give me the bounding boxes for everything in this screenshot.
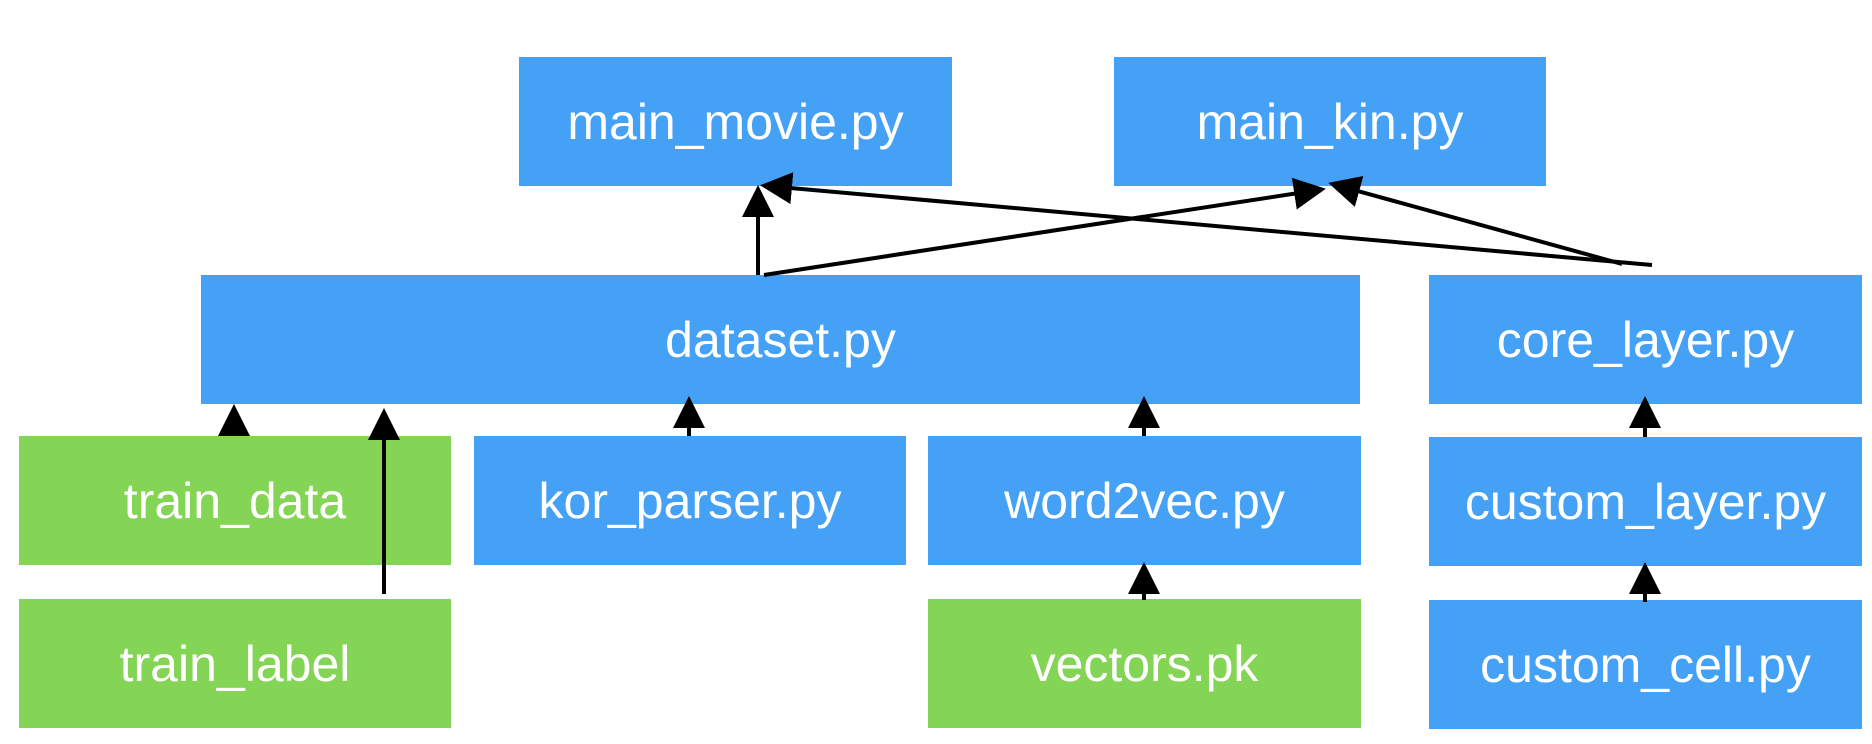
node-train-data: train_data	[19, 436, 451, 565]
arrow-dataset-to-main-kin	[763, 177, 1326, 277]
node-label: kor_parser.py	[538, 472, 842, 529]
node-label: main_movie.py	[567, 93, 904, 150]
arrow-core-layer-to-main-kin	[1328, 175, 1623, 266]
node-train-label: train_label	[19, 599, 451, 728]
node-core-layer: core_layer.py	[1429, 275, 1862, 404]
node-dataset: dataset.py	[201, 275, 1360, 404]
node-label: custom_layer.py	[1464, 473, 1827, 530]
node-main-kin: main_kin.py	[1114, 57, 1546, 186]
node-label: word2vec.py	[1004, 472, 1285, 529]
node-word2vec: word2vec.py	[928, 436, 1361, 565]
node-vectors: vectors.pk	[928, 599, 1361, 728]
node-label: main_kin.py	[1196, 93, 1464, 150]
node-kor-parser: kor_parser.py	[474, 436, 906, 565]
node-label: train_label	[119, 635, 351, 692]
arrow-core-layer-to-main-movie	[760, 172, 1653, 267]
node-label: custom_cell.py	[1480, 636, 1811, 693]
node-custom-layer: custom_layer.py	[1429, 437, 1862, 566]
node-main-movie: main_movie.py	[519, 57, 952, 186]
node-label: dataset.py	[665, 311, 896, 368]
node-label: train_data	[123, 472, 347, 529]
node-label: vectors.pk	[1030, 635, 1259, 692]
node-label: core_layer.py	[1496, 311, 1795, 368]
node-custom-cell: custom_cell.py	[1429, 600, 1862, 729]
